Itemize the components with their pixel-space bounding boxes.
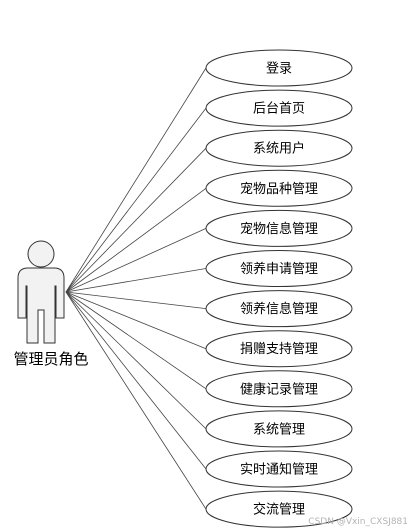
use-case-item: 实时通知管理 (205, 450, 353, 488)
use-case-ellipse (205, 450, 353, 488)
use-case-ellipse (205, 330, 353, 368)
use-case-label: 系统用户 (253, 141, 305, 157)
use-case-label: 交流管理 (253, 502, 305, 518)
actor-body (17, 267, 65, 344)
association-line (65, 291, 207, 350)
use-case-item: 登录 (205, 49, 353, 87)
use-case-label: 领养信息管理 (240, 301, 318, 317)
use-case-ellipse (205, 490, 353, 528)
use-case-ellipse (205, 49, 353, 87)
watermark-text: CSDN @Vxin_CXSJ881 (308, 517, 408, 527)
use-case-label: 宠物品种管理 (240, 181, 318, 197)
use-case-item: 系统用户 (205, 129, 353, 167)
association-lines (65, 67, 207, 510)
use-case-ellipse (205, 169, 353, 207)
use-case-ellipse (205, 250, 353, 287)
use-case-label: 后台首页 (253, 102, 305, 117)
use-case-ellipse (205, 410, 353, 448)
use-case-ellipse (205, 209, 353, 247)
use-case-label: 实时通知管理 (240, 462, 318, 478)
use-case-label: 健康记录管理 (240, 381, 318, 397)
actor-figure (17, 240, 65, 344)
use-case-label: 系统管理 (253, 422, 305, 437)
association-line (65, 291, 207, 510)
association-line (65, 291, 207, 430)
actor-label: 管理员角色 (13, 350, 88, 368)
use-case-item: 宠物品种管理 (205, 169, 353, 207)
use-case-item: 领养申请管理 (205, 250, 353, 287)
use-case-ellipse (205, 290, 353, 328)
association-line (65, 291, 207, 470)
use-case-item: 宠物信息管理 (205, 209, 353, 247)
use-case-label: 捐赠支持管理 (240, 342, 318, 357)
use-case-list: 登录后台首页系统用户宠物品种管理宠物信息管理领养申请管理领养信息管理捐赠支持管理… (205, 49, 353, 528)
use-case-item: 后台首页 (205, 89, 353, 127)
use-case-label: 登录 (266, 62, 292, 77)
use-case-item: 交流管理 (205, 490, 353, 528)
association-line (65, 187, 207, 293)
association-line (65, 107, 207, 293)
use-case-label: 领养申请管理 (240, 261, 318, 277)
actor-head (27, 240, 55, 268)
association-line (65, 228, 207, 293)
use-case-item: 领养信息管理 (205, 290, 353, 328)
use-case-ellipse (205, 370, 353, 408)
association-line (65, 291, 207, 390)
association-line (65, 291, 207, 309)
use-case-item: 捐赠支持管理 (205, 330, 353, 368)
use-case-label: 宠物信息管理 (240, 221, 318, 237)
use-case-item: 系统管理 (205, 410, 353, 448)
association-line (65, 147, 207, 293)
association-line (65, 67, 207, 293)
use-case-item: 健康记录管理 (205, 370, 353, 408)
use-case-ellipse (205, 129, 353, 167)
use-case-ellipse (205, 89, 353, 127)
association-line (65, 268, 207, 293)
